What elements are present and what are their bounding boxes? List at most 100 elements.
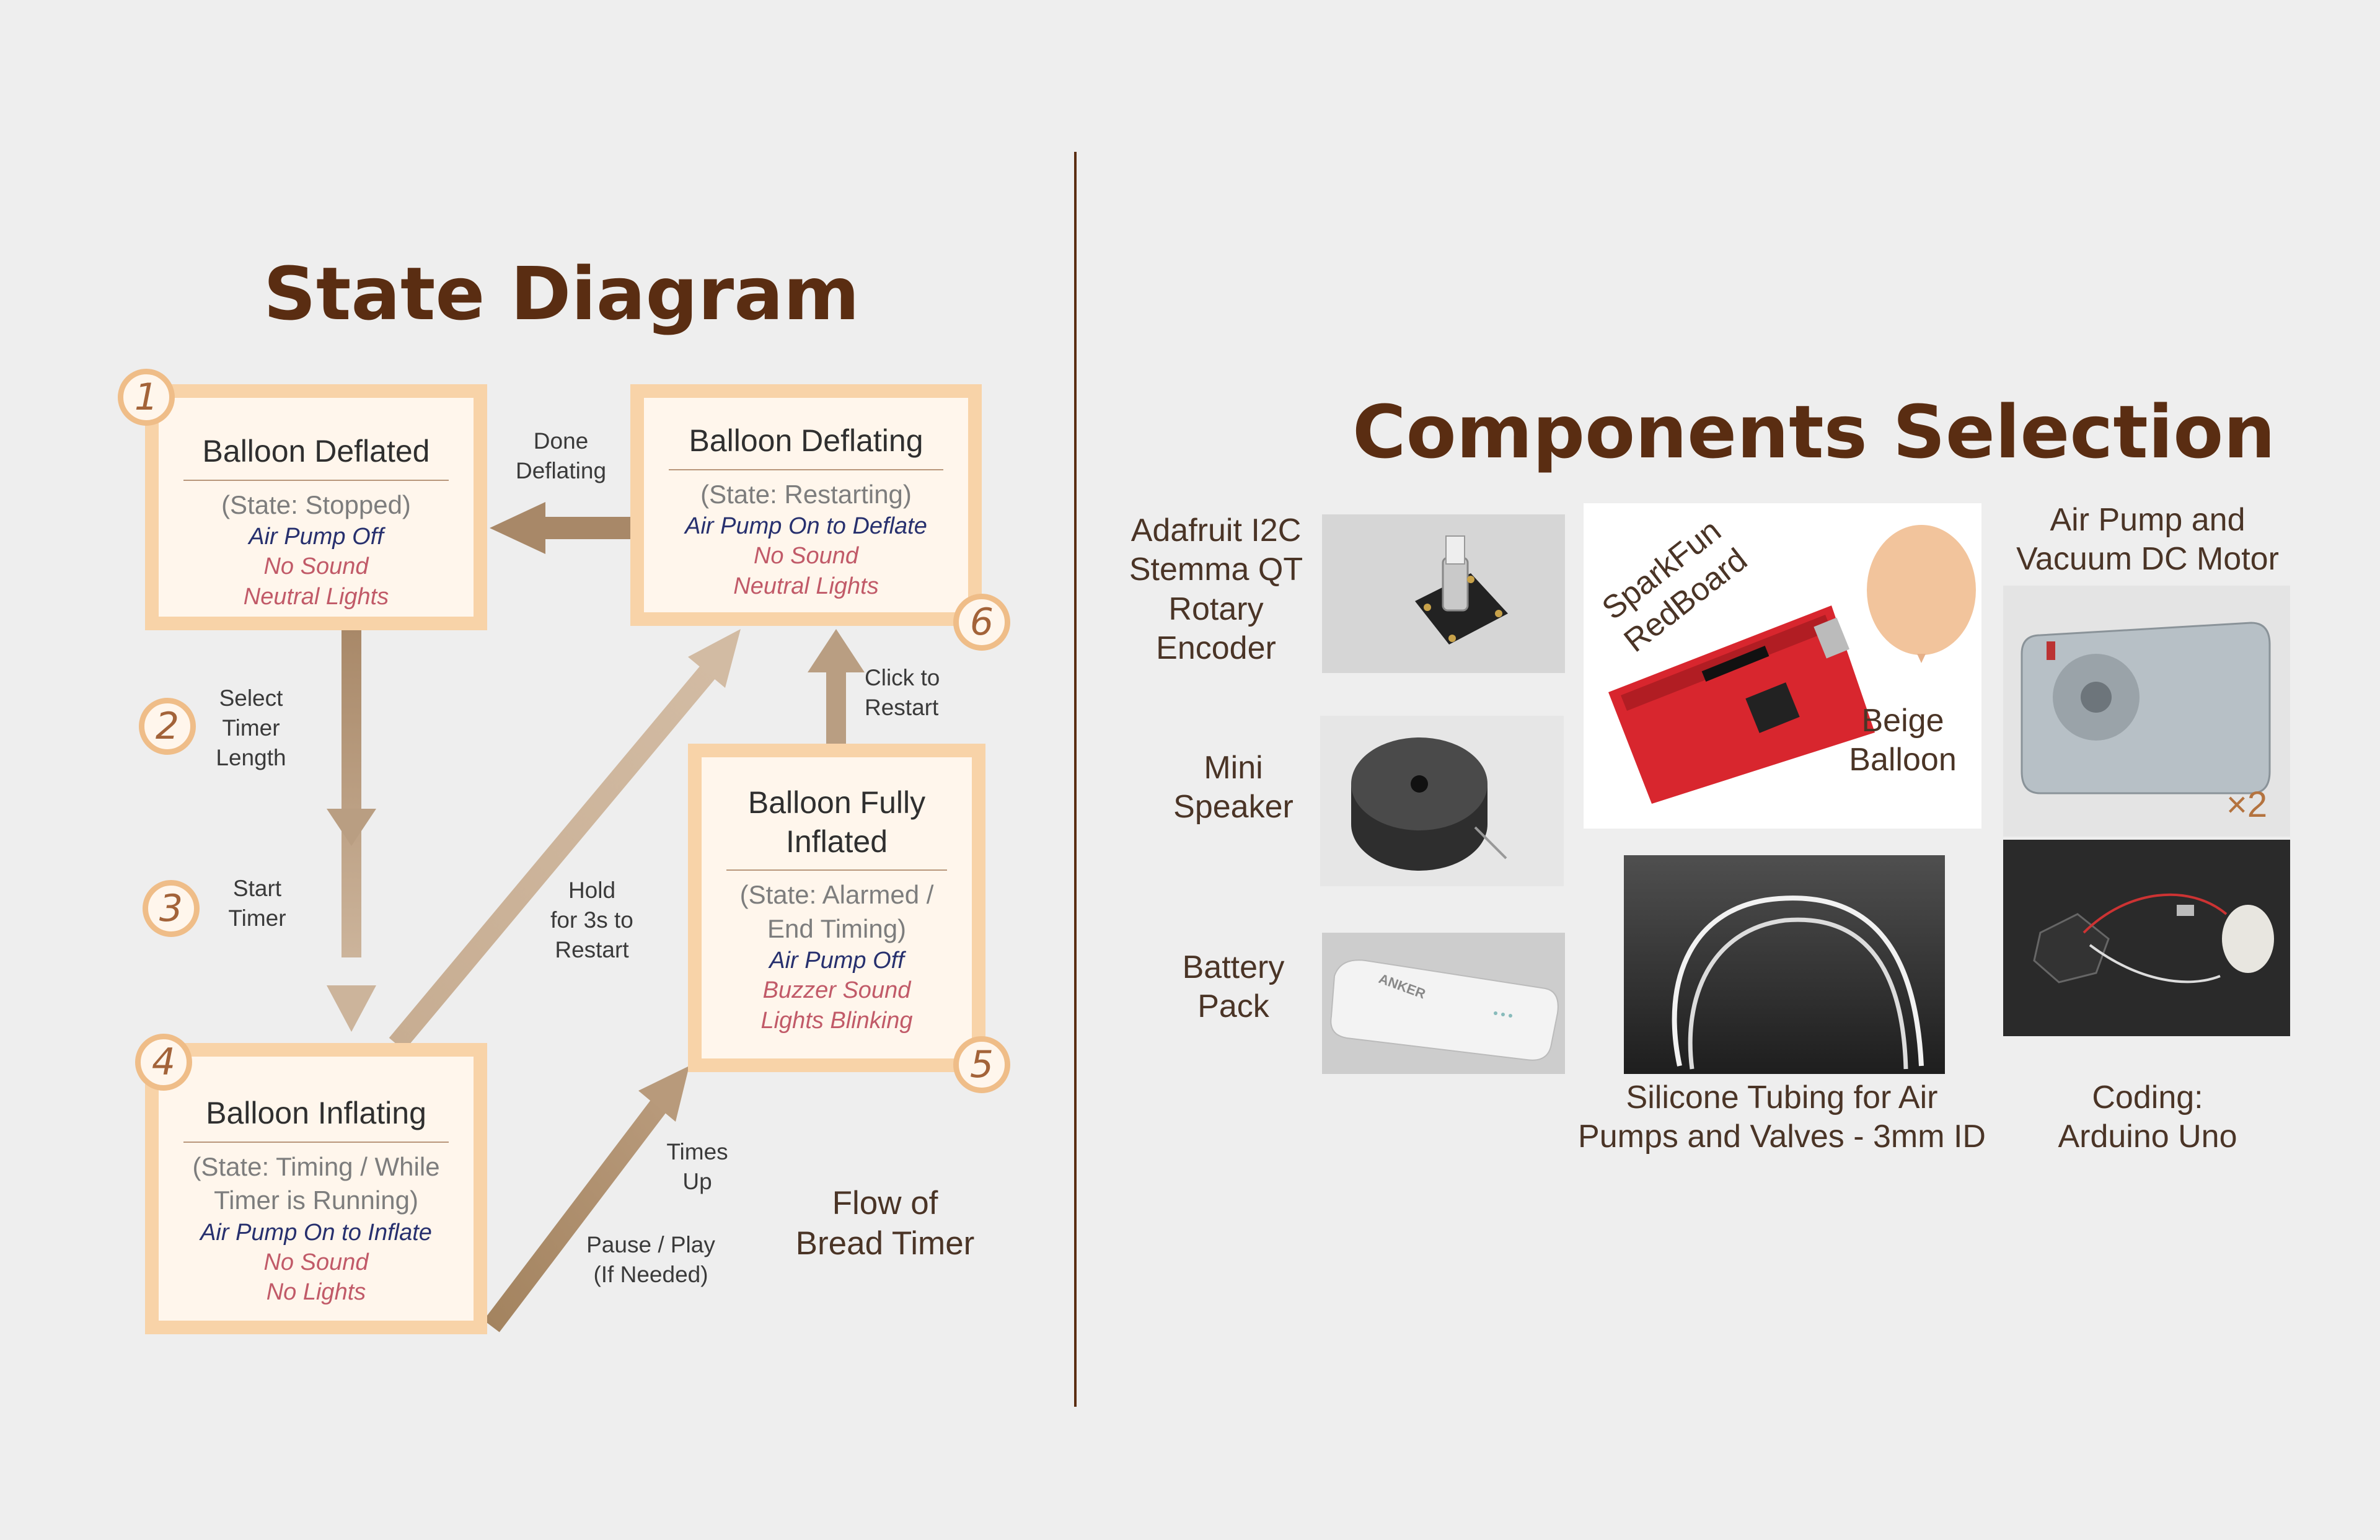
state-name: (State: Stopped) (221, 490, 411, 519)
label-times-up: Times Up (651, 1137, 744, 1197)
sound-status: No Sound (263, 553, 369, 580)
label-line: Encoder (1156, 630, 1276, 667)
label-line: Length (216, 745, 286, 771)
title-divider (726, 869, 947, 871)
label-line: Vacuum DC Motor (2016, 541, 2279, 578)
title-divider (183, 479, 449, 481)
balloon-image (1867, 525, 1976, 663)
label-line: Battery (1182, 949, 1285, 985)
label-silicone-tubing: Silicone Tubing for Air Pumps and Valves… (1559, 1078, 2005, 1157)
state-number-badge: 4 (135, 1034, 192, 1091)
pump-status: Air Pump Off (249, 524, 384, 550)
label-done-deflating: Done Deflating (499, 426, 623, 486)
state-title-line-1: Balloon Fully (747, 785, 926, 820)
label-hold-restart: Hold for 3s to Restart (530, 876, 654, 965)
arrow-inflating-to-inflated (483, 1066, 689, 1332)
label-line: Mini (1204, 750, 1263, 786)
label-line: Arduino Uno (2058, 1119, 2237, 1155)
state-number-badge: 1 (118, 369, 175, 426)
state-diagram-title: State Diagram (263, 251, 860, 337)
state-balloon-fully-inflated: Balloon Fully Inflated (State: Alarmed /… (688, 744, 985, 1072)
arduino-wiring-image (2003, 840, 2290, 1036)
label-line: Pause / Play (586, 1232, 715, 1257)
lights-status: Neutral Lights (243, 583, 389, 610)
state-title: Balloon Deflating (689, 423, 923, 458)
label-line: Deflating (515, 458, 607, 484)
components-title: Components Selection (1352, 389, 2276, 475)
caption-line: Bread Timer (795, 1225, 975, 1262)
label-line: (If Needed) (593, 1262, 708, 1288)
state-balloon-deflated: Balloon Deflated (State: Stopped) Air Pu… (145, 384, 487, 630)
label-line: for 3s to (550, 907, 633, 933)
state-number-badge: 6 (953, 594, 1010, 651)
label-pause-play: Pause / Play (If Needed) (573, 1230, 728, 1290)
lights-status: Neutral Lights (733, 573, 879, 599)
battery-pack-image: ANKER (1322, 933, 1565, 1074)
label-line: Done (533, 428, 589, 454)
label-line: Start (232, 876, 282, 901)
label-line: Select (219, 685, 283, 711)
state-number-badge: 5 (953, 1036, 1010, 1093)
air-pump-image (2003, 586, 2290, 837)
label-line: Restart (865, 695, 939, 721)
pump-status: Air Pump Off (769, 948, 904, 974)
label-line: Timer (228, 905, 286, 931)
state-title-line-2: Inflated (785, 824, 888, 859)
sound-status: No Sound (753, 543, 858, 570)
label-line: Adafruit I2C (1130, 513, 1302, 548)
step-number-badge: 2 (139, 698, 196, 755)
lights-status: No Lights (266, 1279, 366, 1306)
state-name-line-2: Timer is Running) (214, 1186, 418, 1215)
step-label-select-timer: Select Timer Length (205, 684, 298, 773)
pump-quantity: ×2 (2226, 785, 2268, 825)
label-line: Balloon (1849, 742, 1957, 778)
label-line: Stemma QT (1129, 552, 1303, 588)
label-line: Silicone Tubing for Air (1626, 1080, 1938, 1115)
pump-status: Air Pump On to Deflate (685, 513, 927, 540)
sound-status: Buzzer Sound (762, 977, 911, 1004)
label-line: Beige (1861, 703, 1944, 739)
flow-caption: Flow of Bread Timer (761, 1184, 1009, 1264)
sound-status: No Sound (263, 1249, 369, 1275)
title-divider (183, 1141, 449, 1143)
arrow-inflated-to-deflating (808, 629, 865, 747)
label-line: Up (682, 1169, 712, 1195)
label-line: Restart (555, 937, 629, 963)
arrow-inflating-to-deflating (389, 629, 741, 1051)
label-mini-speaker: Mini Speaker (1153, 749, 1314, 827)
label-line: Timer (222, 715, 280, 741)
redboard-balloon-panel (1584, 503, 1981, 829)
state-name-line-1: (State: Alarmed / (739, 880, 934, 909)
lights-status: Lights Blinking (760, 1007, 913, 1034)
arrow-deflated-to-inflating (327, 629, 376, 1032)
label-beige-balloon: Beige Balloon (1835, 702, 1971, 780)
state-balloon-deflating: Balloon Deflating (State: Restarting) Ai… (630, 384, 982, 626)
label-line: Pumps and Valves - 3mm ID (1578, 1119, 1986, 1155)
mini-speaker-image (1320, 716, 1564, 886)
state-name-line-1: (State: Timing / While (192, 1151, 440, 1181)
label-line: Click to (865, 665, 940, 690)
state-title: Balloon Deflated (202, 434, 430, 469)
label-click-restart: Click to Restart (865, 663, 973, 723)
state-name: (State: Restarting) (700, 479, 912, 509)
state-title: Balloon Inflating (206, 1096, 426, 1130)
label-line: Coding: (2092, 1080, 2203, 1115)
label-line: Hold (568, 878, 616, 903)
state-name-line-2: End Timing) (767, 913, 907, 943)
section-divider (1074, 152, 1077, 1407)
caption-line: Flow of (832, 1185, 938, 1221)
arrow-deflating-to-deflated (490, 502, 632, 554)
title-divider (669, 469, 943, 470)
rotary-encoder-image (1322, 514, 1565, 673)
step-number-badge: 3 (143, 880, 200, 937)
label-rotary-encoder: Adafruit I2C Stemma QT Rotary Encoder (1104, 511, 1328, 669)
redboard-board (1608, 605, 1875, 804)
label-line: Speaker (1173, 789, 1294, 825)
label-line: Air Pump and (2050, 502, 2246, 538)
state-balloon-inflating: Balloon Inflating (State: Timing / While… (145, 1043, 487, 1334)
label-line: Rotary (1168, 591, 1264, 627)
pump-status: Air Pump On to Inflate (200, 1219, 432, 1246)
silicone-tubing-image (1624, 855, 1945, 1074)
label-coding-arduino: Coding: Arduino Uno (2024, 1078, 2272, 1157)
label-air-pump: Air Pump and Vacuum DC Motor (1999, 501, 2296, 579)
